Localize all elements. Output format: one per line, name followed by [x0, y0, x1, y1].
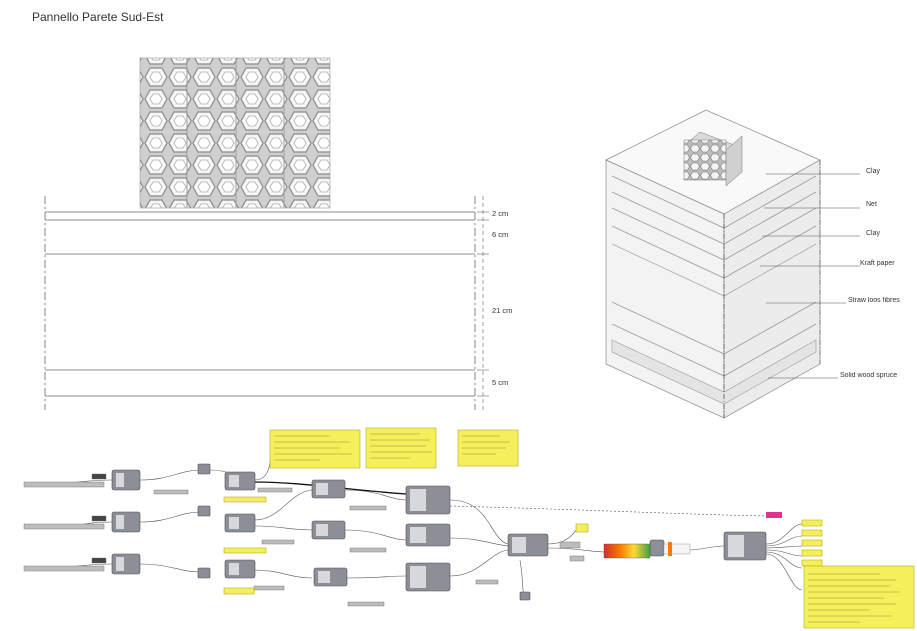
dimension-label: 21 cm	[492, 306, 513, 315]
wall-section	[44, 196, 489, 410]
dimension-label: 6 cm	[492, 230, 509, 239]
dimension-label: 5 cm	[492, 378, 509, 387]
hexagonal-panel	[139, 57, 331, 209]
axonometric-block	[605, 109, 860, 419]
page-title: Pannello Parete Sud-Est	[32, 10, 164, 24]
layer-label: Straw loos fibres	[848, 297, 900, 304]
layer-label: Clay	[866, 168, 881, 175]
node-graph	[23, 427, 915, 629]
layer-label: Clay	[866, 230, 881, 237]
layer-label: Net	[866, 201, 877, 208]
dimension-label: 2 cm	[492, 209, 509, 218]
layer-label: Kraft paper	[860, 260, 895, 267]
layer-label: Solid wood spruce	[840, 372, 898, 379]
